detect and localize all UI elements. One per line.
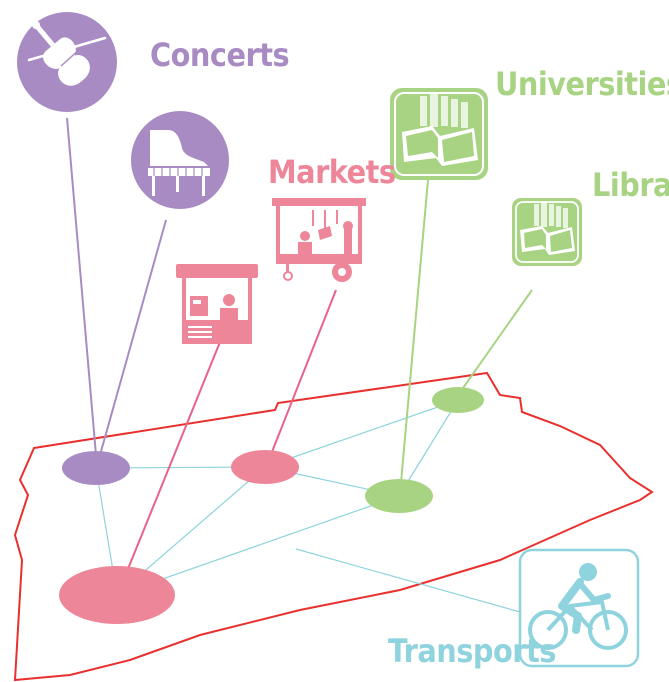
markets-node-large (59, 566, 175, 624)
markets-node-small (231, 450, 299, 484)
violin-icon (17, 12, 117, 112)
city-boundary (13, 371, 654, 682)
markets-label: Markets (268, 153, 396, 191)
pin-lines (66, 117, 533, 597)
market-stall-icon (176, 264, 258, 344)
transports-label: Transports (388, 632, 556, 670)
food-cart-icon (272, 198, 366, 282)
universities-label: Universities (495, 65, 669, 103)
bicycle-icon (518, 548, 640, 668)
library-node (432, 387, 484, 413)
library-label: Library (592, 166, 669, 204)
open-book-icon-small (512, 198, 582, 266)
universities-node (365, 479, 433, 513)
concerts-label: Concerts (150, 36, 289, 74)
open-book-icon (390, 88, 488, 180)
grand-piano-icon (131, 111, 229, 209)
concerts-node (62, 451, 130, 485)
